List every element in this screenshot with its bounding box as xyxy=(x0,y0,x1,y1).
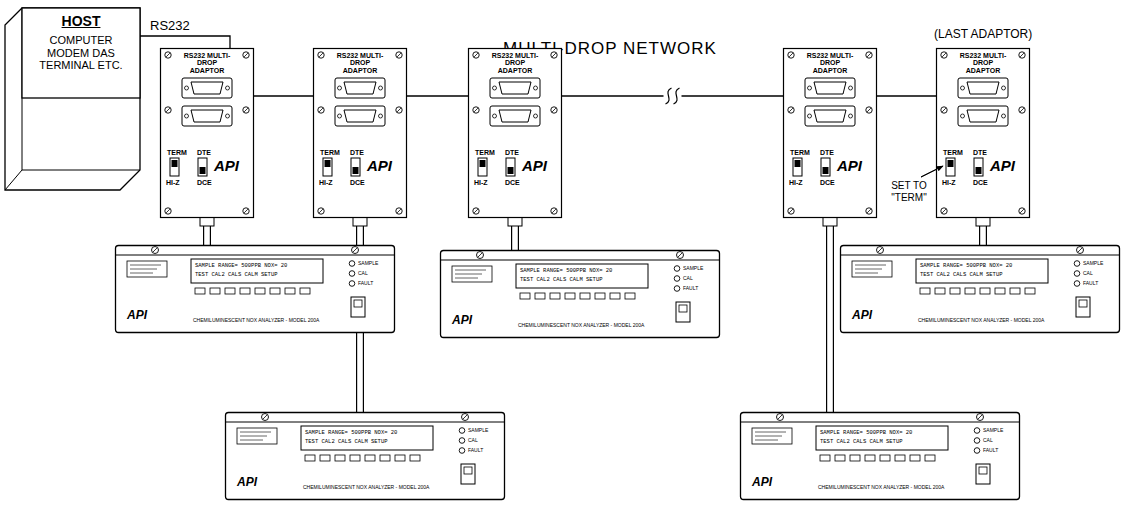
switch-label: DCE xyxy=(350,179,365,186)
rs232-line xyxy=(877,96,936,97)
model-name: CHEMILUMINESCENT NOX ANALYZER - MODEL 20… xyxy=(518,323,644,328)
switch-label: DTE xyxy=(505,149,519,156)
brand-logo: API xyxy=(522,158,547,173)
adaptor-title: RS232 MULTI-DROP ADAPTOR xyxy=(468,52,562,74)
led-label: SAMPLE xyxy=(468,428,488,433)
adaptor-title: RS232 MULTI-DROP ADAPTOR xyxy=(160,52,254,74)
adaptor-title: RS232 MULTI-DROP ADAPTOR xyxy=(783,52,877,74)
nox-analyzer: SAMPLE RANGE= 500PPB NOX= 20 TEST CAL2 CA… xyxy=(115,245,395,333)
led-label: CAL xyxy=(468,438,478,443)
multidrop-adaptor: RS232 MULTI-DROP ADAPTOR TERM DTE HI-Z DCEAP… xyxy=(313,48,407,218)
switch-label: TERM xyxy=(320,149,340,156)
multidrop-adaptor: RS232 MULTI-DROP ADAPTOR TERM DTE HI-Z DCEAP… xyxy=(160,48,254,218)
analyzer-cable xyxy=(830,218,831,412)
led-label: FAULT xyxy=(468,448,483,453)
switch-label: DCE xyxy=(505,179,520,186)
brand-logo: API xyxy=(852,309,872,321)
switch-label: DTE xyxy=(350,149,364,156)
brand-logo: API xyxy=(127,309,147,321)
switch-label: HI-Z xyxy=(319,179,333,186)
brand-logo: API xyxy=(367,158,392,173)
model-name: CHEMILUMINESCENT NOX ANALYZER - MODEL 20… xyxy=(818,485,944,490)
brand-logo: API xyxy=(452,314,472,326)
host-computer-box: HOST COMPUTER MODEM DAS TERMINAL ETC. xyxy=(22,8,140,98)
display-line: TEST CAL2 CALS CALM SETUP xyxy=(820,439,903,445)
rs232-line xyxy=(254,96,313,97)
switch-label: DCE xyxy=(820,179,835,186)
nox-analyzer: SAMPLE RANGE= 500PPB NOX= 20 TEST CAL2 CA… xyxy=(440,250,720,338)
model-name: CHEMILUMINESCENT NOX ANALYZER - MODEL 20… xyxy=(193,318,319,323)
switch-label: DTE xyxy=(197,149,211,156)
display-line: SAMPLE RANGE= 500PPB NOX= 20 xyxy=(920,263,1012,269)
led-label: CAL xyxy=(358,271,368,276)
brand-logo: API xyxy=(214,158,239,173)
display-line: SAMPLE RANGE= 500PPB NOX= 20 xyxy=(195,263,287,269)
led-label: CAL xyxy=(683,276,693,281)
nox-analyzer: SAMPLE RANGE= 500PPB NOX= 20 TEST CAL2 CA… xyxy=(740,412,1020,500)
switch-label: HI-Z xyxy=(474,179,488,186)
led-label: FAULT xyxy=(683,286,698,291)
brand-logo: API xyxy=(837,158,862,173)
multidrop-adaptor: RS232 MULTI-DROP ADAPTOR TERM DTE HI-Z DCEAP… xyxy=(783,48,877,218)
display-line: TEST CAL2 CALS CALM SETUP xyxy=(520,277,603,283)
led-label: SAMPLE xyxy=(983,428,1003,433)
multidrop-adaptor: RS232 MULTI-DROP ADAPTOR TERM DTE HI-Z DCEAP… xyxy=(936,48,1030,218)
led-label: FAULT xyxy=(358,281,373,286)
line-break-mark xyxy=(664,87,682,105)
adaptor-title: RS232 MULTI-DROP ADAPTOR xyxy=(936,52,1030,74)
display-line: TEST CAL2 CALS CALM SETUP xyxy=(305,439,388,445)
led-label: SAMPLE xyxy=(358,261,378,266)
callout-label: (LAST ADAPTOR) xyxy=(934,28,1032,40)
brand-logo: API xyxy=(237,476,257,488)
leader-arrow xyxy=(921,166,943,177)
switch-label: DTE xyxy=(973,149,987,156)
model-name: CHEMILUMINESCENT NOX ANALYZER - MODEL 20… xyxy=(918,318,1044,323)
nox-analyzer: SAMPLE RANGE= 500PPB NOX= 20 TEST CAL2 CA… xyxy=(840,245,1120,333)
switch-label: TERM xyxy=(790,149,810,156)
switch-label: HI-Z xyxy=(942,179,956,186)
callout-note: SET TO "TERM" xyxy=(884,180,934,203)
led-label: CAL xyxy=(983,438,993,443)
brand-logo: API xyxy=(990,158,1015,173)
host-heading: HOST xyxy=(22,14,140,28)
led-label: FAULT xyxy=(1083,281,1098,286)
switch-label: DCE xyxy=(973,179,988,186)
switch-label: TERM xyxy=(943,149,963,156)
rs232-line xyxy=(140,36,230,48)
switch-label: HI-Z xyxy=(166,179,180,186)
switch-label: DTE xyxy=(820,149,834,156)
multidrop-adaptor: RS232 MULTI-DROP ADAPTOR TERM DTE HI-Z DCEAP… xyxy=(468,48,562,218)
switch-label: TERM xyxy=(475,149,495,156)
led-label: CAL xyxy=(1083,271,1093,276)
display-line: SAMPLE RANGE= 500PPB NOX= 20 xyxy=(520,268,612,274)
display-line: SAMPLE RANGE= 500PPB NOX= 20 xyxy=(820,430,912,436)
display-line: TEST CAL2 CALS CALM SETUP xyxy=(920,272,1003,278)
model-name: CHEMILUMINESCENT NOX ANALYZER - MODEL 20… xyxy=(303,485,429,490)
host-device-list: COMPUTER MODEM DAS TERMINAL ETC. xyxy=(36,34,126,72)
led-label: FAULT xyxy=(983,448,998,453)
line-label: RS232 xyxy=(148,19,192,32)
switch-label: TERM xyxy=(167,149,187,156)
switch-label: DCE xyxy=(197,179,212,186)
nox-analyzer: SAMPLE RANGE= 500PPB NOX= 20 TEST CAL2 CA… xyxy=(225,412,505,500)
led-label: SAMPLE xyxy=(1083,261,1103,266)
display-line: TEST CAL2 CALS CALM SETUP xyxy=(195,272,278,278)
adaptor-title: RS232 MULTI-DROP ADAPTOR xyxy=(313,52,407,74)
display-line: SAMPLE RANGE= 500PPB NOX= 20 xyxy=(305,430,397,436)
rs232-line xyxy=(407,96,468,97)
brand-logo: API xyxy=(752,476,772,488)
led-label: SAMPLE xyxy=(683,266,703,271)
switch-label: HI-Z xyxy=(789,179,803,186)
